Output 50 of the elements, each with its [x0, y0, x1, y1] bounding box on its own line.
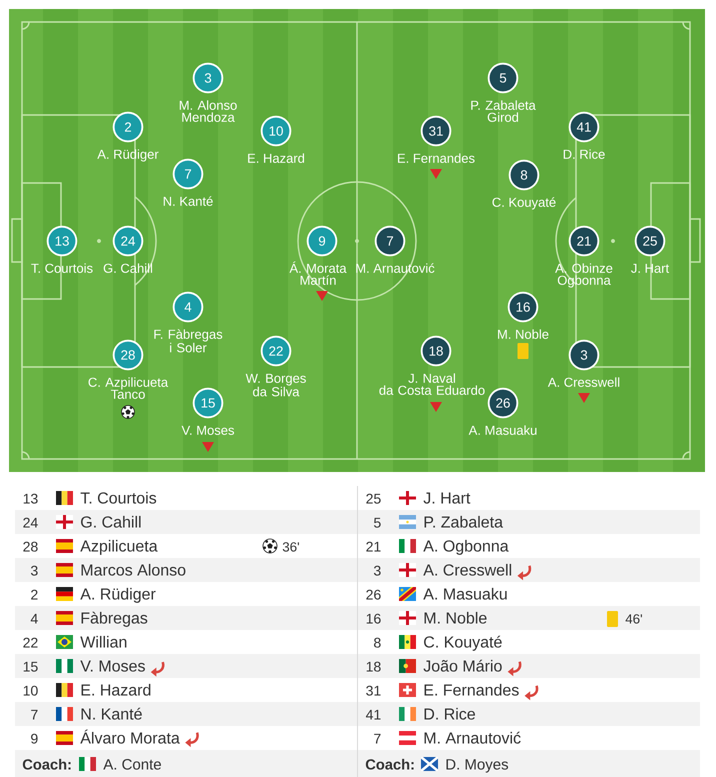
coach-name: D. Moyes — [446, 759, 508, 773]
shirt-number: 18 — [366, 662, 381, 672]
shirt-number: 31 — [366, 686, 381, 696]
player-name: P. Zabaleta — [424, 516, 503, 528]
shirt-number: 21 — [366, 542, 381, 552]
player-name: A. Masuaku — [423, 588, 507, 600]
player-name: D. Rice — [424, 708, 475, 720]
player-name: J. Hart — [424, 492, 470, 504]
player-name: M. Noble — [424, 612, 487, 624]
player-name: Azpilicueta — [80, 540, 158, 555]
shirt-number: 7 — [31, 710, 38, 720]
shirt-number: 2 — [31, 590, 38, 600]
shirt-number: 4 — [30, 614, 38, 624]
shirt-number: 10 — [24, 686, 38, 696]
coach-label: Coach: — [22, 758, 71, 770]
player-name: N. Kanté — [82, 708, 142, 720]
shirt-number: 26 — [366, 590, 381, 600]
shirt-number: 9 — [31, 734, 38, 744]
shirt-number: 41 — [366, 710, 381, 720]
coach-label: Coach: — [366, 758, 414, 770]
player-name: Álvaro Morata — [80, 730, 180, 744]
player-name: E. Hazard — [82, 684, 150, 696]
shirt-number: 22 — [23, 638, 38, 648]
minute: 36' — [282, 542, 299, 552]
player-name: C. Kouyaté — [424, 636, 502, 651]
player-name: Fàbregas — [82, 612, 148, 627]
player-name: M. Arnautović — [424, 732, 521, 744]
player-name: A. Cresswell — [423, 564, 512, 576]
player-name: G. Cahill — [81, 516, 141, 528]
shirt-number: 3 — [30, 566, 38, 576]
shirt-number: 24 — [23, 518, 38, 528]
shirt-number: 7 — [374, 734, 381, 744]
shirt-number: 25 — [366, 494, 381, 504]
shirt-number: 5 — [374, 518, 381, 528]
player-name: A. Rüdiger — [80, 588, 156, 603]
shirt-number: 16 — [366, 614, 381, 624]
player-name: Willian — [80, 636, 126, 648]
player-name: João Mário — [424, 660, 502, 672]
player-name: V. Moses — [80, 660, 145, 672]
minute: 46' — [626, 614, 642, 624]
player-name: E. Fernandes — [424, 684, 519, 696]
shirt-number: 28 — [23, 542, 38, 552]
shirt-number: 8 — [374, 638, 381, 648]
player-name: A. Ogbonna — [423, 540, 509, 555]
shirt-number: 15 — [24, 662, 38, 672]
coach-name: A. Conte — [103, 759, 161, 770]
player-name: T. Courtois — [80, 492, 156, 504]
player-name: Marcos Alonso — [82, 564, 186, 576]
shirt-number: 3 — [374, 566, 381, 576]
shirt-number: 13 — [24, 494, 38, 504]
